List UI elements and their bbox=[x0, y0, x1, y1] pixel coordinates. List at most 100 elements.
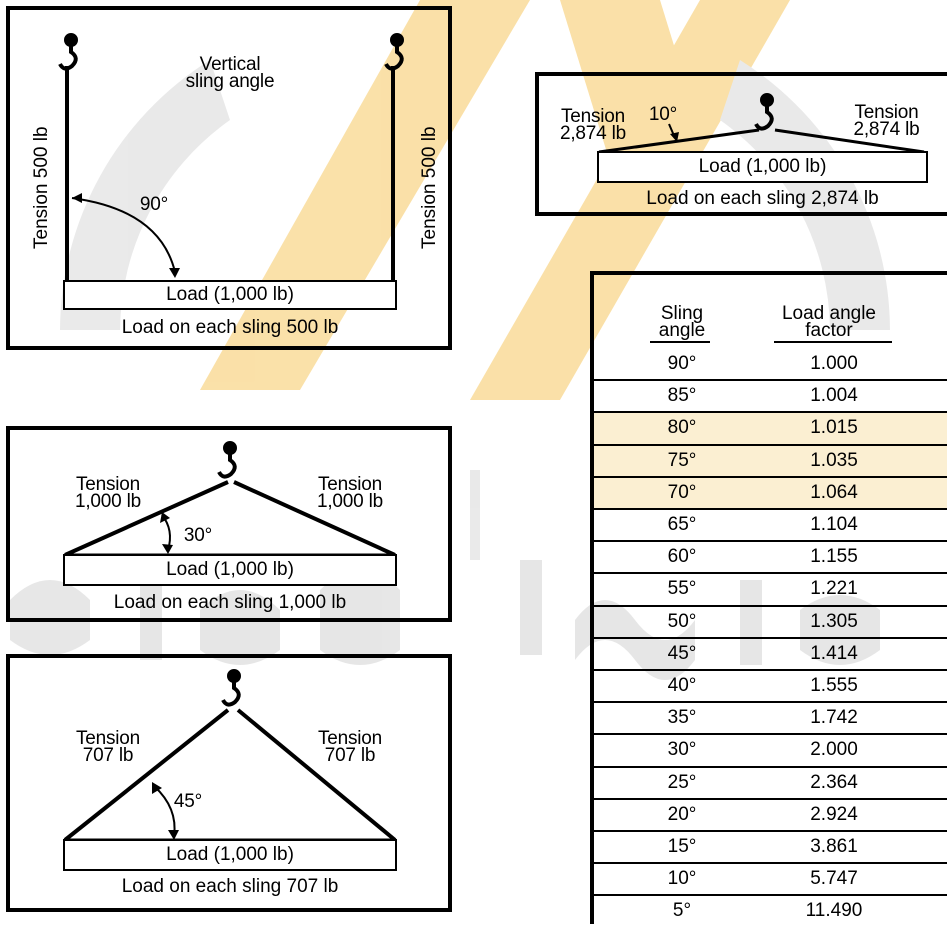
row-divider bbox=[594, 765, 947, 768]
cell-load-angle-factor: 1.742 bbox=[810, 707, 858, 729]
table-row: 10° 5.747 bbox=[594, 862, 947, 895]
table-row: 90°1.000 bbox=[594, 348, 947, 380]
cell-load-angle-factor: 11.490 bbox=[805, 900, 863, 922]
cell-load-angle-factor: 1.000 bbox=[810, 353, 858, 374]
tension-right-label: Tension 2,874 lb bbox=[853, 102, 920, 140]
cell-sling-angle: 15° bbox=[667, 836, 697, 857]
vertical-sling-drawing bbox=[58, 33, 404, 282]
hook-icon bbox=[58, 33, 78, 71]
cell-load-angle-factor: 2.924 bbox=[810, 803, 858, 825]
cell-sling-angle: 55° bbox=[667, 578, 697, 600]
tension-left-label: Tension 500 lb bbox=[31, 126, 52, 249]
table-row: 50° 1.305 bbox=[594, 604, 947, 638]
load-box: Load (1,000 lb) bbox=[597, 151, 928, 183]
row-divider bbox=[594, 604, 947, 607]
cell-load-angle-factor: 1.104 bbox=[810, 514, 858, 535]
load-caption: Load on each sling 2,874 lb bbox=[646, 188, 879, 209]
row-divider bbox=[594, 508, 947, 510]
cell-load-angle-factor: 3.861 bbox=[810, 836, 858, 857]
tension-left-label: Tension 707 lb bbox=[75, 728, 141, 766]
cell-load-angle-factor: 1.004 bbox=[810, 385, 858, 407]
tension-right-label: Tension 1,000 lb bbox=[316, 474, 383, 512]
cell-load-angle-factor: 1.035 bbox=[810, 449, 858, 471]
table-row: 35°1.742 bbox=[594, 701, 947, 734]
cell-sling-angle: 40° bbox=[667, 675, 697, 696]
load-box: Load (1,000 lb) bbox=[63, 280, 397, 310]
row-divider bbox=[594, 475, 947, 478]
panel-30-degree-sling: Tension 1,000 lb Tension 1,000 lb 30° Lo… bbox=[6, 426, 452, 622]
cell-sling-angle: 30° bbox=[667, 739, 697, 761]
cell-load-angle-factor: 1.015 bbox=[810, 417, 858, 439]
cell-sling-angle: 20° bbox=[667, 803, 697, 825]
hook-icon bbox=[384, 33, 404, 71]
cell-sling-angle: 5° bbox=[672, 900, 692, 922]
load-caption: Load on each sling 707 lb bbox=[121, 876, 339, 897]
row-divider bbox=[594, 701, 947, 704]
panel-10-degree-sling: Tension 2,874 lb 10° Tension 2,874 lb Lo… bbox=[535, 72, 947, 216]
row-divider bbox=[594, 862, 947, 865]
load-box: Load (1,000 lb) bbox=[63, 554, 397, 586]
cell-sling-angle: 10° bbox=[667, 868, 697, 890]
tension-left-label: Tension 2,874 lb bbox=[559, 106, 626, 144]
hook-icon bbox=[217, 441, 237, 479]
table-row: 65° 1.104 bbox=[594, 508, 947, 541]
row-divider bbox=[594, 894, 947, 897]
cell-load-angle-factor: 2.364 bbox=[810, 771, 858, 793]
table-row: 45° 1.414 bbox=[594, 636, 947, 670]
angle-label: 10° bbox=[648, 104, 678, 125]
row-divider bbox=[594, 830, 947, 832]
load-caption: Load on each sling 500 lb bbox=[121, 317, 339, 338]
cell-load-angle-factor: 5.747 bbox=[810, 868, 858, 890]
table-row: 15° 3.861 bbox=[594, 830, 947, 863]
table-row: 5° 11.490 bbox=[594, 894, 947, 927]
cell-sling-angle: 70° bbox=[667, 481, 697, 503]
table-row: 40° 1.555 bbox=[594, 669, 947, 702]
cell-load-angle-factor: 2.000 bbox=[810, 739, 858, 761]
cell-load-angle-factor: 1.555 bbox=[810, 675, 858, 696]
row-divider bbox=[594, 411, 947, 414]
cell-sling-angle: 50° bbox=[667, 610, 697, 632]
cell-sling-angle: 75° bbox=[667, 449, 697, 471]
cell-sling-angle: 60° bbox=[667, 546, 697, 568]
table-row: 55° 1.221 bbox=[594, 572, 947, 605]
row-divider bbox=[594, 572, 947, 575]
row-divider bbox=[594, 733, 947, 736]
header-underline bbox=[774, 341, 892, 343]
cell-sling-angle: 45° bbox=[667, 642, 697, 664]
header-underline bbox=[650, 341, 710, 343]
row-divider bbox=[594, 443, 947, 446]
angle-label: 90° bbox=[139, 194, 169, 215]
table-row: 20° 2.924 bbox=[594, 797, 947, 831]
angle-label: 45° bbox=[173, 791, 203, 812]
table-row: 75° 1.035 bbox=[594, 443, 947, 477]
cell-load-angle-factor: 1.414 bbox=[810, 642, 858, 664]
row-divider bbox=[594, 797, 947, 800]
col-sling-angle-header: Sling angle bbox=[658, 303, 706, 341]
row-divider bbox=[594, 669, 947, 671]
cell-load-angle-factor: 1.064 bbox=[810, 481, 858, 503]
vertical-sling-title: Vertical sling angle bbox=[185, 54, 275, 92]
table-row: 25° 2.364 bbox=[594, 765, 947, 799]
tension-left-label: Tension 1,000 lb bbox=[74, 474, 141, 512]
table-row: 70° 1.064 bbox=[594, 475, 947, 509]
row-divider bbox=[594, 636, 947, 639]
cell-sling-angle: 65° bbox=[667, 514, 697, 535]
panel-vertical-sling: Vertical sling angle Tension 500 lb Tens… bbox=[6, 6, 452, 350]
table-row: 85°1.004 bbox=[594, 379, 947, 412]
panel-45-degree-sling: Tension 707 lb Tension 707 lb 45° Load (… bbox=[6, 654, 452, 912]
hook-icon bbox=[221, 669, 241, 707]
cell-load-angle-factor: 1.305 bbox=[810, 610, 858, 632]
hook-icon bbox=[754, 93, 774, 131]
tension-right-label: Tension 500 lb bbox=[419, 126, 440, 249]
cell-load-angle-factor: 1.155 bbox=[810, 546, 858, 568]
angle-label: 30° bbox=[183, 525, 213, 546]
row-divider bbox=[594, 379, 947, 382]
table-row: 80° 1.015 bbox=[594, 411, 947, 445]
cell-sling-angle: 80° bbox=[667, 417, 697, 439]
cell-load-angle-factor: 1.221 bbox=[810, 578, 858, 600]
cell-sling-angle: 25° bbox=[667, 771, 697, 793]
table-row: 60° 1.155 bbox=[594, 540, 947, 573]
load-caption: Load on each sling 1,000 lb bbox=[113, 592, 347, 613]
table-row: 30° 2.000 bbox=[594, 733, 947, 766]
